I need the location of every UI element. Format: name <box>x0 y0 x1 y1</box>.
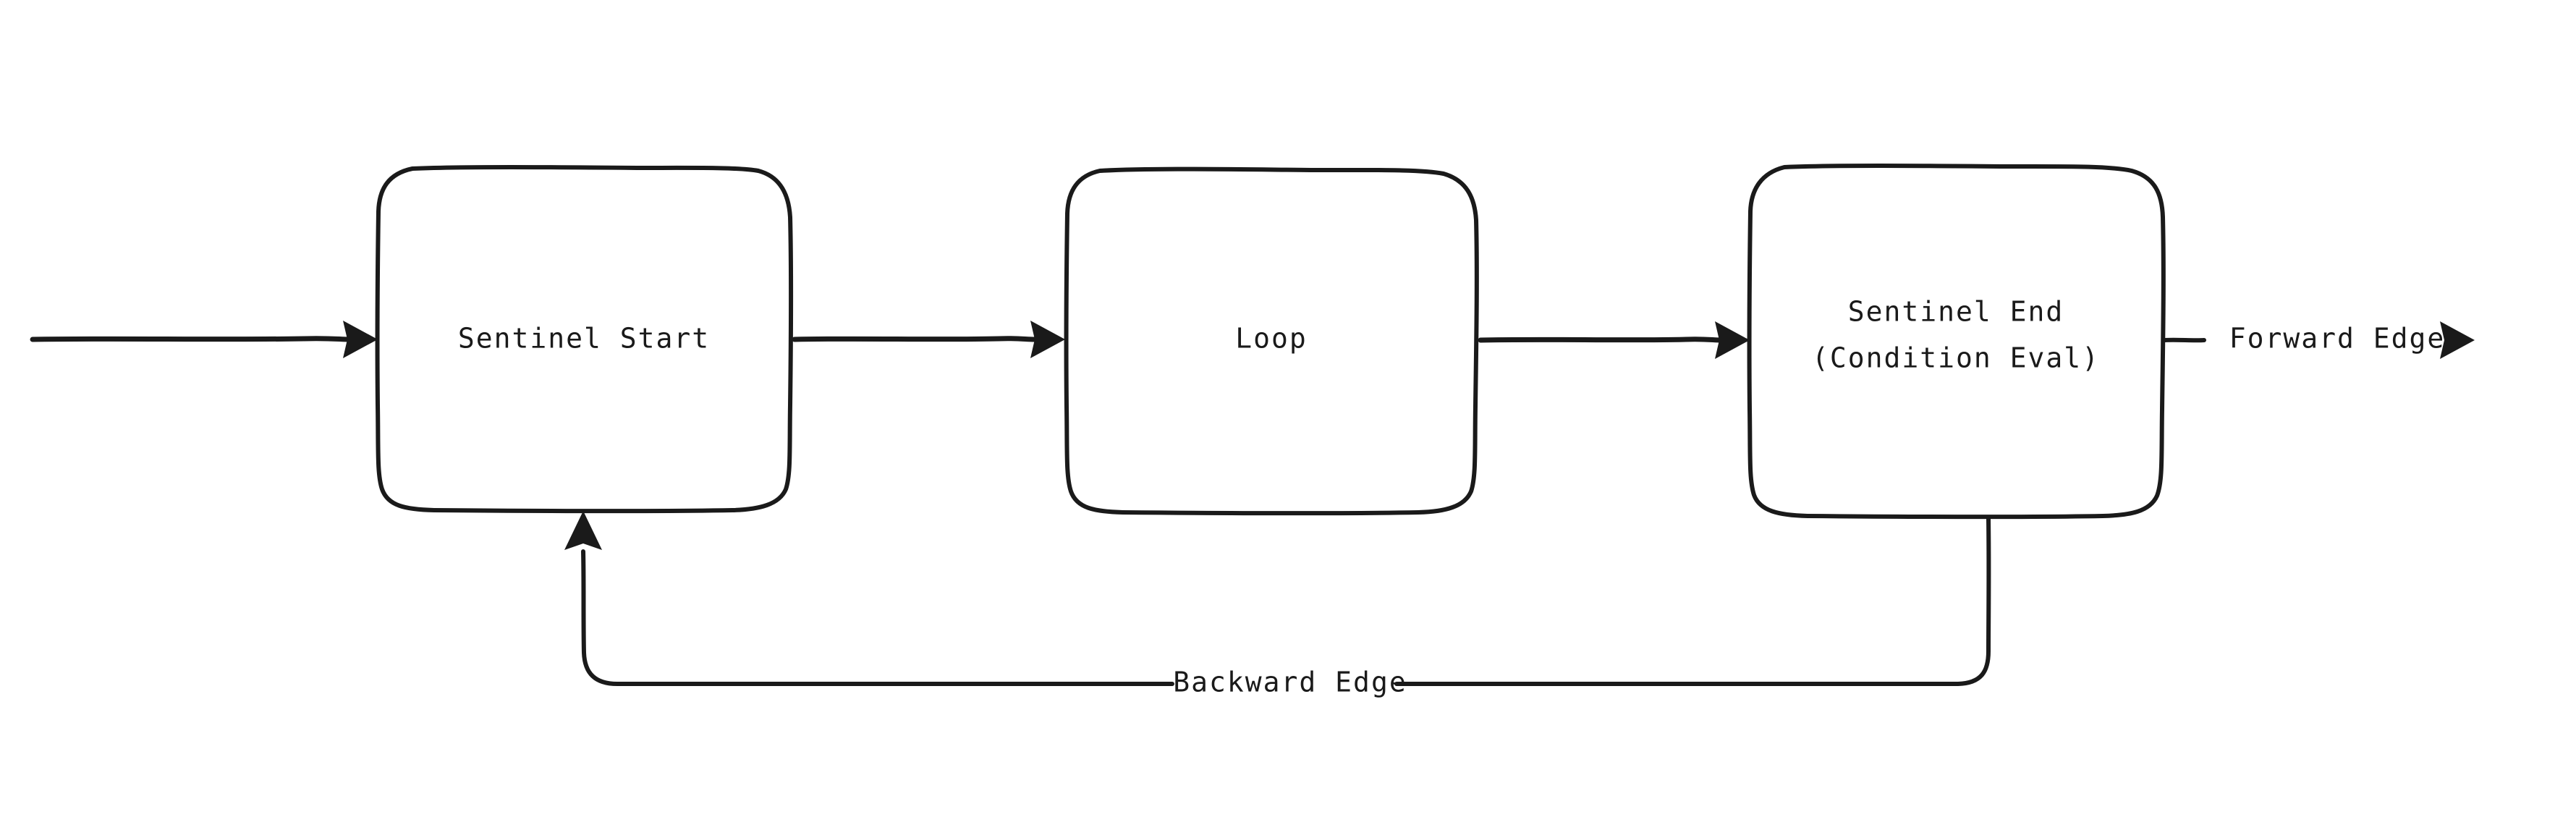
edge-forward: Forward Edge <box>2163 321 2475 359</box>
edge-entry <box>30 321 378 358</box>
node-sentinel-end-label-line2: (Condition Eval) <box>1812 342 2100 374</box>
edge-start-to-loop <box>792 321 1065 358</box>
node-loop-shape[interactable] <box>1064 166 1479 516</box>
edge-backward-line <box>581 516 1991 687</box>
edge-forward-label: Forward Edge <box>2229 323 2446 355</box>
node-sentinel-end-shape[interactable] <box>1747 164 2166 520</box>
node-loop[interactable]: Loop <box>1064 166 1479 516</box>
edge-loop-to-end <box>1478 321 1750 359</box>
edge-loop-to-end-line <box>1478 337 1724 343</box>
edge-backward: Backward Edge <box>564 511 1991 698</box>
node-sentinel-end[interactable]: Sentinel End (Condition Eval) <box>1747 164 2166 520</box>
edge-backward-label: Backward Edge <box>1173 667 1407 698</box>
edge-loop-to-end-arrowhead <box>1715 321 1750 359</box>
edge-entry-arrowhead <box>343 321 378 358</box>
edge-forward-arrowhead <box>2440 321 2475 359</box>
node-loop-label: Loop <box>1235 323 1308 355</box>
edge-forward-stub-line <box>2163 337 2206 343</box>
edge-start-to-loop-arrowhead <box>1030 321 1065 358</box>
node-sentinel-end-label-line1: Sentinel End <box>1848 296 2064 328</box>
node-sentinel-start-shape[interactable] <box>375 165 794 514</box>
edge-backward-arrowhead <box>564 511 602 550</box>
node-sentinel-start[interactable]: Sentinel Start <box>375 165 794 514</box>
node-sentinel-start-label: Sentinel Start <box>458 323 710 355</box>
